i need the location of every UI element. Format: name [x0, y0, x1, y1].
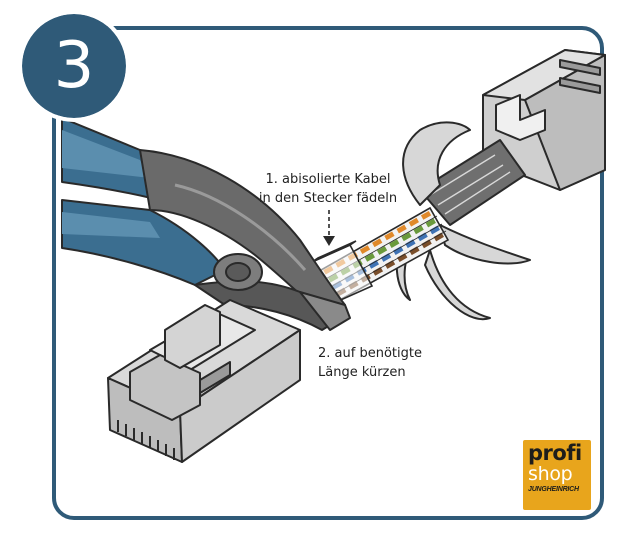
logo-word-shop: shop [528, 463, 573, 485]
rj45-plug [107, 299, 301, 463]
annotation-thread-wires: 1. abisolierte Kabel in den Stecker fäde… [258, 170, 398, 208]
insert-arrow [323, 210, 335, 246]
step-number-badge: 3 [22, 14, 126, 118]
annotation-cut-line1: 2. auf benötigte [318, 346, 422, 361]
profishop-logo: profi shop JUNGHEINRICH [523, 440, 591, 510]
annotation-cut-line2: Länge kürzen [318, 365, 406, 380]
annotation-thread-line2: in den Stecker fädeln [258, 191, 398, 206]
rj45-housing [482, 49, 606, 191]
logo-brand: JUNGHEINRICH [528, 486, 579, 493]
annotation-thread-line1: 1. abisolierte Kabel [265, 172, 391, 187]
cutting-pliers [61, 117, 351, 331]
annotation-cut-length: 2. auf benötigte Länge kürzen [318, 344, 428, 382]
step-number: 3 [53, 29, 95, 103]
logo-word-profi: profi [528, 441, 582, 465]
cable-jacket [419, 139, 526, 226]
